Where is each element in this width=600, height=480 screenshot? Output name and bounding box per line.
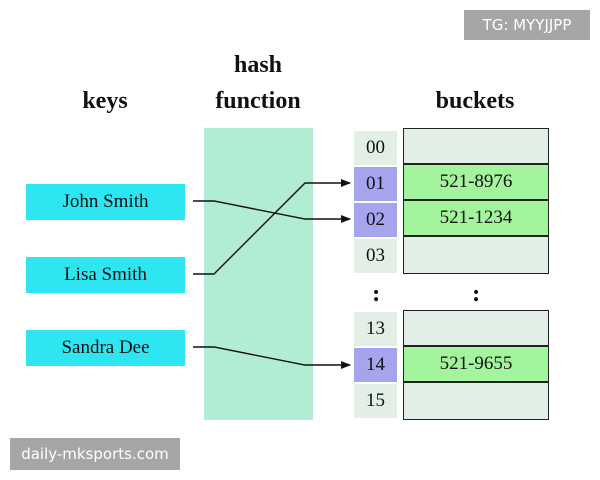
bucket-00 [403,128,549,164]
hash-function-heading-line1: hash [233,52,283,78]
hash-function-column [204,128,313,420]
bucket-ellipsis: : [471,281,481,307]
bucket-01: 521-8976 [403,164,549,200]
bucket-14: 521-9655 [403,346,549,382]
index-01: 01 [354,167,397,201]
index-13: 13 [354,312,397,346]
key-john-smith: John Smith [26,184,185,220]
index-03: 03 [354,239,397,273]
watermark-bottom-left: daily-mksports.com [10,438,180,470]
index-15: 15 [354,384,397,418]
bucket-15 [403,382,549,420]
key-lisa-smith: Lisa Smith [26,257,185,293]
buckets-heading: buckets [435,88,515,114]
watermark-top-right: TG: MYYJJPP [464,10,590,40]
index-02: 02 [354,203,397,237]
index-ellipsis: : [371,281,381,307]
keys-heading: keys [82,88,128,114]
index-14: 14 [354,348,397,382]
bucket-03 [403,236,549,274]
key-sandra-dee: Sandra Dee [26,330,185,366]
bucket-13 [403,310,549,346]
bucket-02: 521-1234 [403,200,549,236]
arrow-lisa-to-01 [193,179,351,275]
arrow-john-to-02 [193,200,351,223]
index-00: 00 [354,131,397,165]
hash-function-heading-line2: function [215,88,301,114]
arrow-sandra-to-14 [193,346,351,369]
